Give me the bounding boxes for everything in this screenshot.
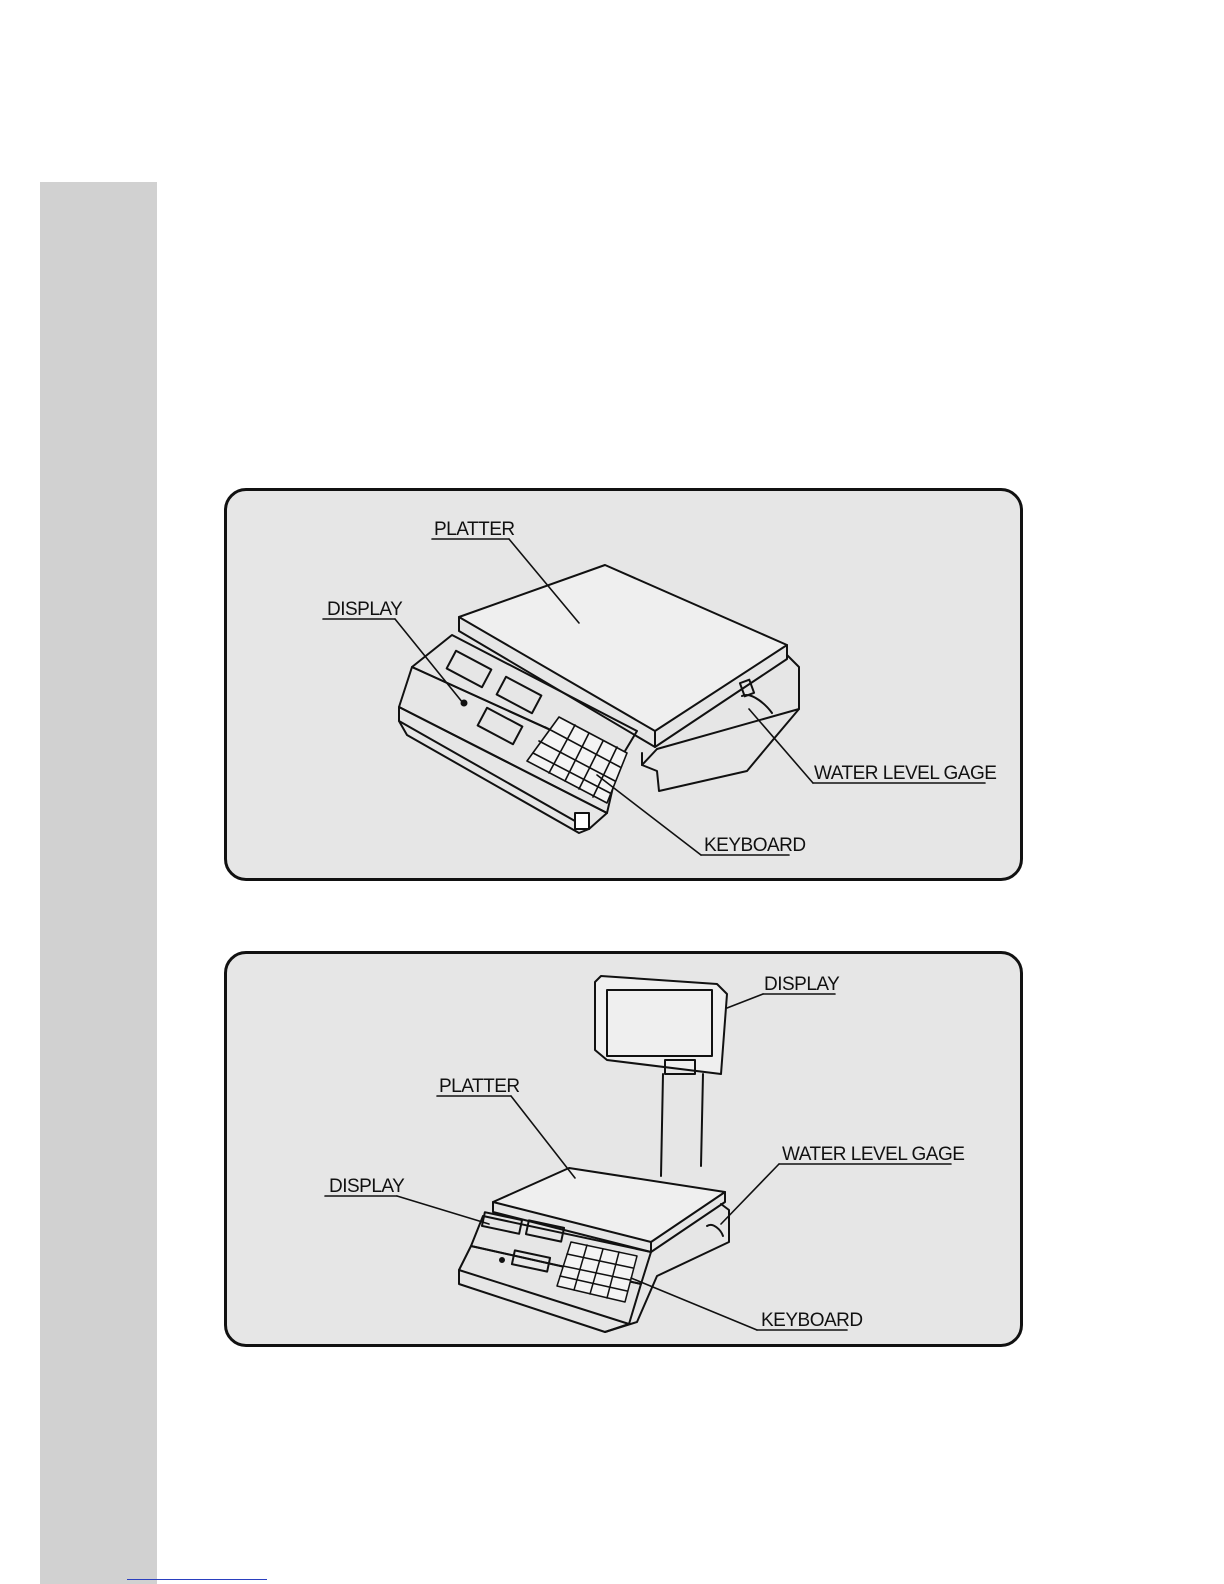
figure-panel-counter-scale: PLATTER DISPLAY WATER LEVEL GAGE KEYBOAR… (224, 488, 1023, 881)
side-dot-strip (40, 182, 157, 1584)
pole-display-label: DISPLAY (764, 974, 840, 995)
platter-label: PLATTER (434, 519, 515, 540)
platter-label: PLATTER (439, 1076, 520, 1097)
counter-scale-drawing: PLATTER DISPLAY WATER LEVEL GAGE KEYBOAR… (227, 491, 1023, 881)
platter-shape (493, 1168, 725, 1252)
keypad-shape (557, 1242, 637, 1302)
keyboard-label: KEYBOARD (761, 1310, 863, 1331)
water-level-gage-label: WATER LEVEL GAGE (814, 763, 996, 784)
keypad-shape (527, 717, 627, 803)
pole-scale-drawing: DISPLAY PLATTER WATER LEVEL GAGE DISPLAY… (227, 954, 1023, 1347)
footer-rule (127, 1579, 267, 1580)
water-level-gage-label: WATER LEVEL GAGE (782, 1144, 964, 1165)
figure-panel-pole-scale: DISPLAY PLATTER WATER LEVEL GAGE DISPLAY… (224, 951, 1023, 1347)
display-label: DISPLAY (327, 599, 403, 620)
display-label: DISPLAY (329, 1176, 405, 1197)
dot-pattern (40, 182, 157, 1584)
keyboard-label: KEYBOARD (704, 835, 806, 856)
pole-display-shape (595, 976, 727, 1176)
